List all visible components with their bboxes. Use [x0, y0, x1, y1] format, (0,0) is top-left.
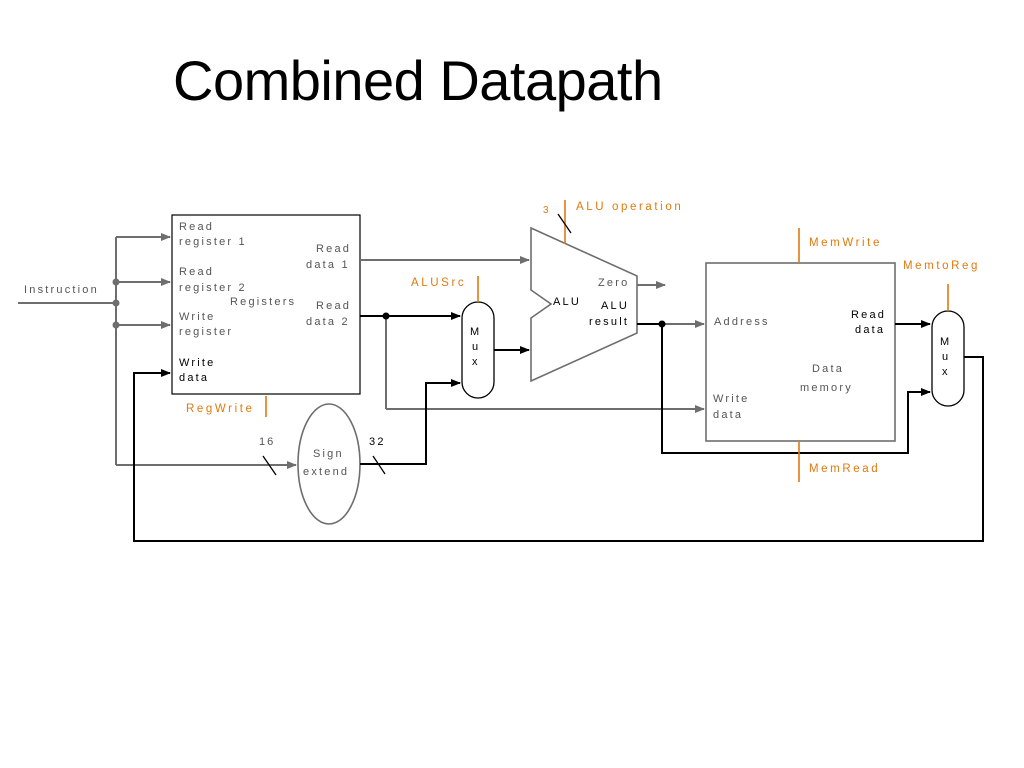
- memory-read-data-label-line2: data: [855, 324, 885, 336]
- read-data-1-label-line1: Read: [316, 243, 351, 255]
- black-wires: [133, 312, 984, 542]
- memtoreg-mux-letter-u: u: [942, 351, 950, 363]
- alusrc-mux-letter-u: u: [472, 341, 480, 353]
- data-memory-name-line1: Data: [812, 363, 844, 375]
- alusrc-mux-letter-m: M: [470, 326, 481, 338]
- alusrc-mux-letter-x: x: [472, 356, 480, 368]
- read-data-2-label-line2: data 2: [306, 316, 350, 328]
- registers-name-label: Registers: [230, 296, 296, 308]
- read-data-2-label-line1: Read: [316, 300, 351, 312]
- write-register-label-line2: register: [179, 326, 233, 338]
- read-register-1-label-line1: Read: [179, 221, 214, 233]
- sign-extend-label-line1: Sign: [313, 448, 344, 460]
- alu-zero-label: Zero: [598, 277, 629, 289]
- regwrite-label: RegWrite: [186, 403, 255, 415]
- sign-extend-out-width: 32: [369, 436, 386, 448]
- gray-wires: [18, 233, 705, 469]
- memory-write-data-label-line1: Write: [713, 393, 749, 405]
- memory-address-label: Address: [714, 316, 770, 328]
- junction-dots-gray: [112, 278, 120, 329]
- instruction-label: Instruction: [24, 284, 99, 296]
- data-memory-name-line2: memory: [800, 382, 853, 394]
- reg-write-data-label-line2: data: [179, 372, 209, 384]
- write-register-label-line1: Write: [179, 311, 215, 323]
- sign-extend-unit: [297, 403, 361, 525]
- alu-label: ALU: [553, 296, 581, 308]
- sign-extend-label-line2: extend: [303, 466, 349, 478]
- alusrc-label: ALUSrc: [411, 277, 466, 289]
- memtoreg-label: MemtoReg: [903, 260, 980, 272]
- data-memory: [705, 262, 896, 442]
- alu-operation-label: ALU operation: [576, 201, 683, 213]
- sign-extend-in-width: 16: [259, 436, 275, 448]
- reg-write-data-label-line1: Write: [179, 357, 215, 369]
- read-register-2-label-line1: Read: [179, 266, 214, 278]
- alu-result-label-line2: result: [589, 316, 629, 328]
- read-data-1-label-line2: data 1: [306, 259, 350, 271]
- alu-result-label-line1: ALU: [601, 300, 629, 312]
- junction-dots-black: [382, 312, 666, 328]
- register-file: [171, 214, 361, 395]
- page-title: Combined Datapath: [173, 49, 663, 112]
- alu-op-slash: [557, 213, 572, 234]
- memory-read-data-label-line1: Read: [851, 309, 886, 321]
- memtoreg-mux-letter-m: M: [940, 336, 951, 348]
- read-register-1-label-line2: register 1: [179, 236, 247, 248]
- memread-label: MemRead: [809, 463, 880, 475]
- alu-op-width: 3: [543, 205, 551, 216]
- bus-width-slashes: [262, 455, 386, 476]
- memory-write-data-label-line2: data: [713, 409, 743, 421]
- memwrite-label: MemWrite: [809, 237, 882, 249]
- control-lines: [265, 200, 949, 482]
- read-register-2-label-line2: register 2: [179, 282, 247, 294]
- memtoreg-mux-letter-x: x: [942, 366, 950, 378]
